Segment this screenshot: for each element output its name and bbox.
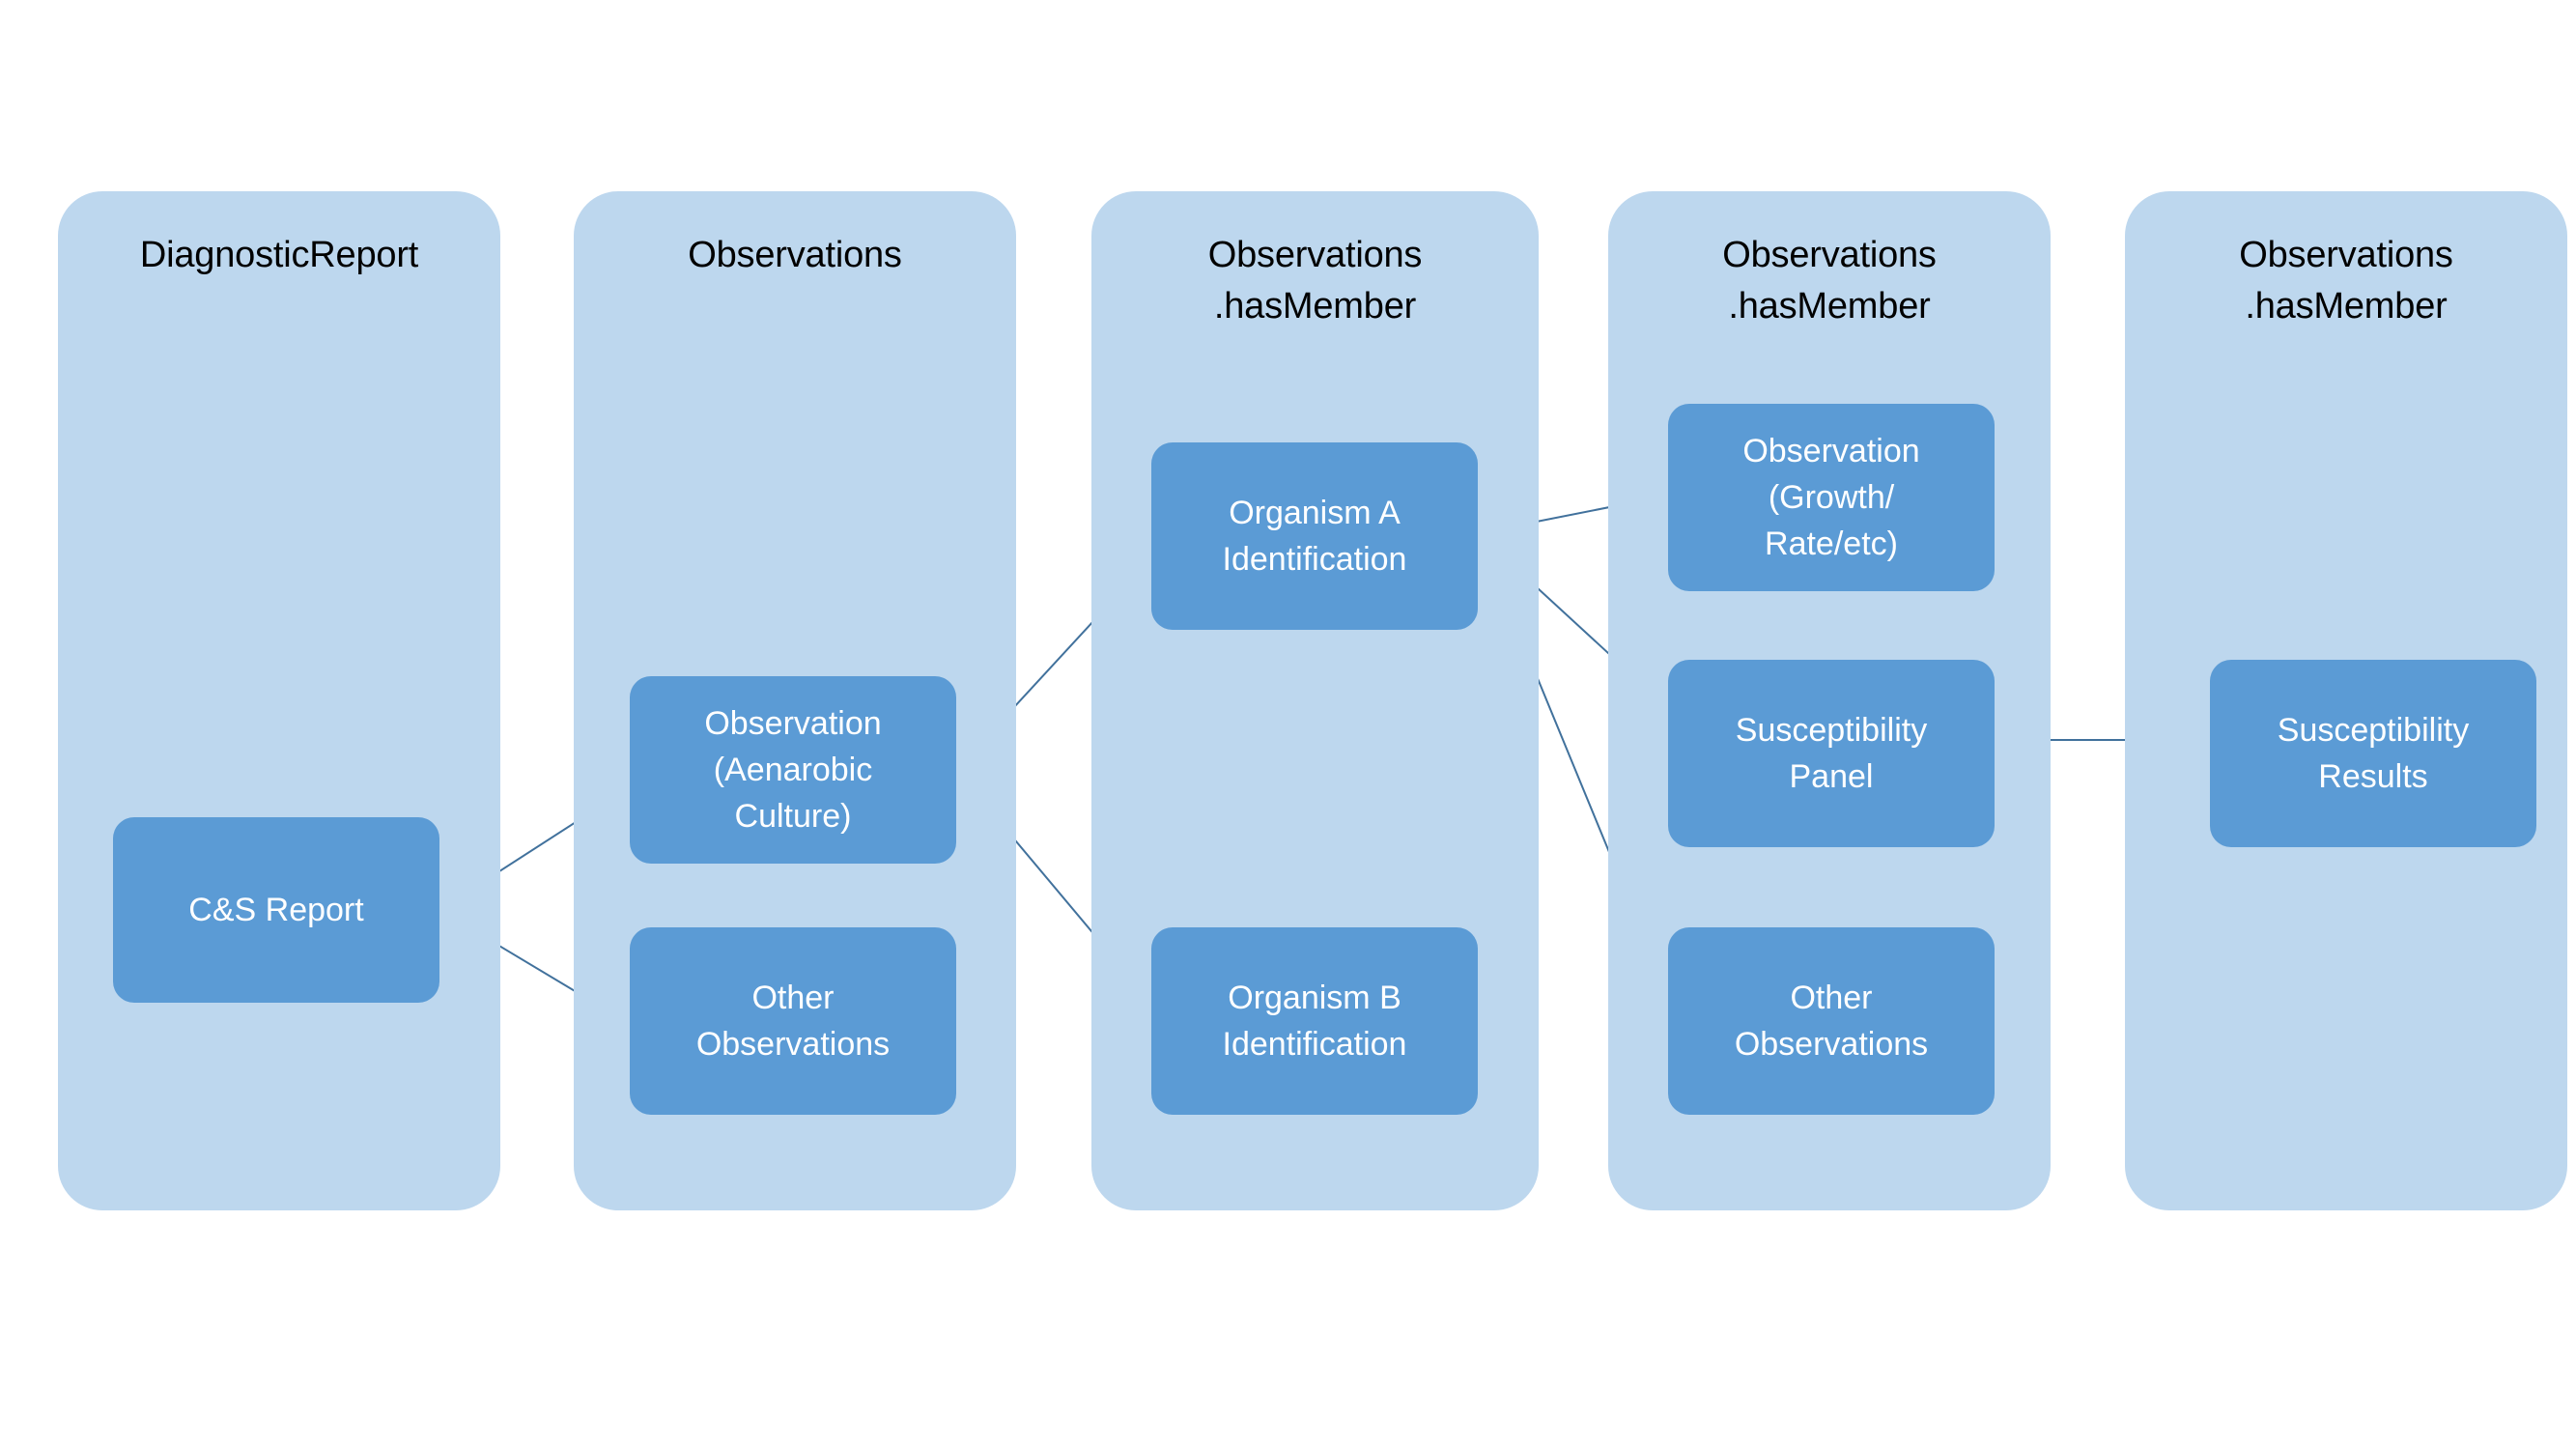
node-observation-growth-rate[interactable]: Observation (Growth/ Rate/etc) — [1668, 404, 1995, 591]
swimlane-title-hasmember-2: Observations .hasMember — [1722, 235, 1937, 327]
swimlane-title-hasmember-3: Observations .hasMember — [2239, 235, 2453, 327]
node-other-observations-col2[interactable]: Other Observations — [630, 927, 956, 1115]
node-susceptibility-results[interactable]: Susceptibility Results — [2210, 660, 2536, 847]
node-organism-b-identification[interactable]: Organism B Identification — [1151, 927, 1478, 1115]
node-observation-anaerobic-culture[interactable]: Observation (Aenarobic Culture) — [630, 676, 956, 864]
node-other-observations-col4[interactable]: Other Observations — [1668, 927, 1995, 1115]
swimlane-diagnosticreport: DiagnosticReport — [58, 191, 500, 1210]
swimlane-title-diagnosticreport: DiagnosticReport — [139, 235, 419, 275]
node-susceptibility-panel[interactable]: Susceptibility Panel — [1668, 660, 1995, 847]
swimlane-title-hasmember-1: Observations .hasMember — [1207, 235, 1423, 327]
node-organism-a-identification[interactable]: Organism A Identification — [1151, 442, 1478, 630]
node-cs-report[interactable]: C&S Report — [113, 817, 439, 1003]
swimlane-title-observations: Observations — [688, 235, 902, 275]
